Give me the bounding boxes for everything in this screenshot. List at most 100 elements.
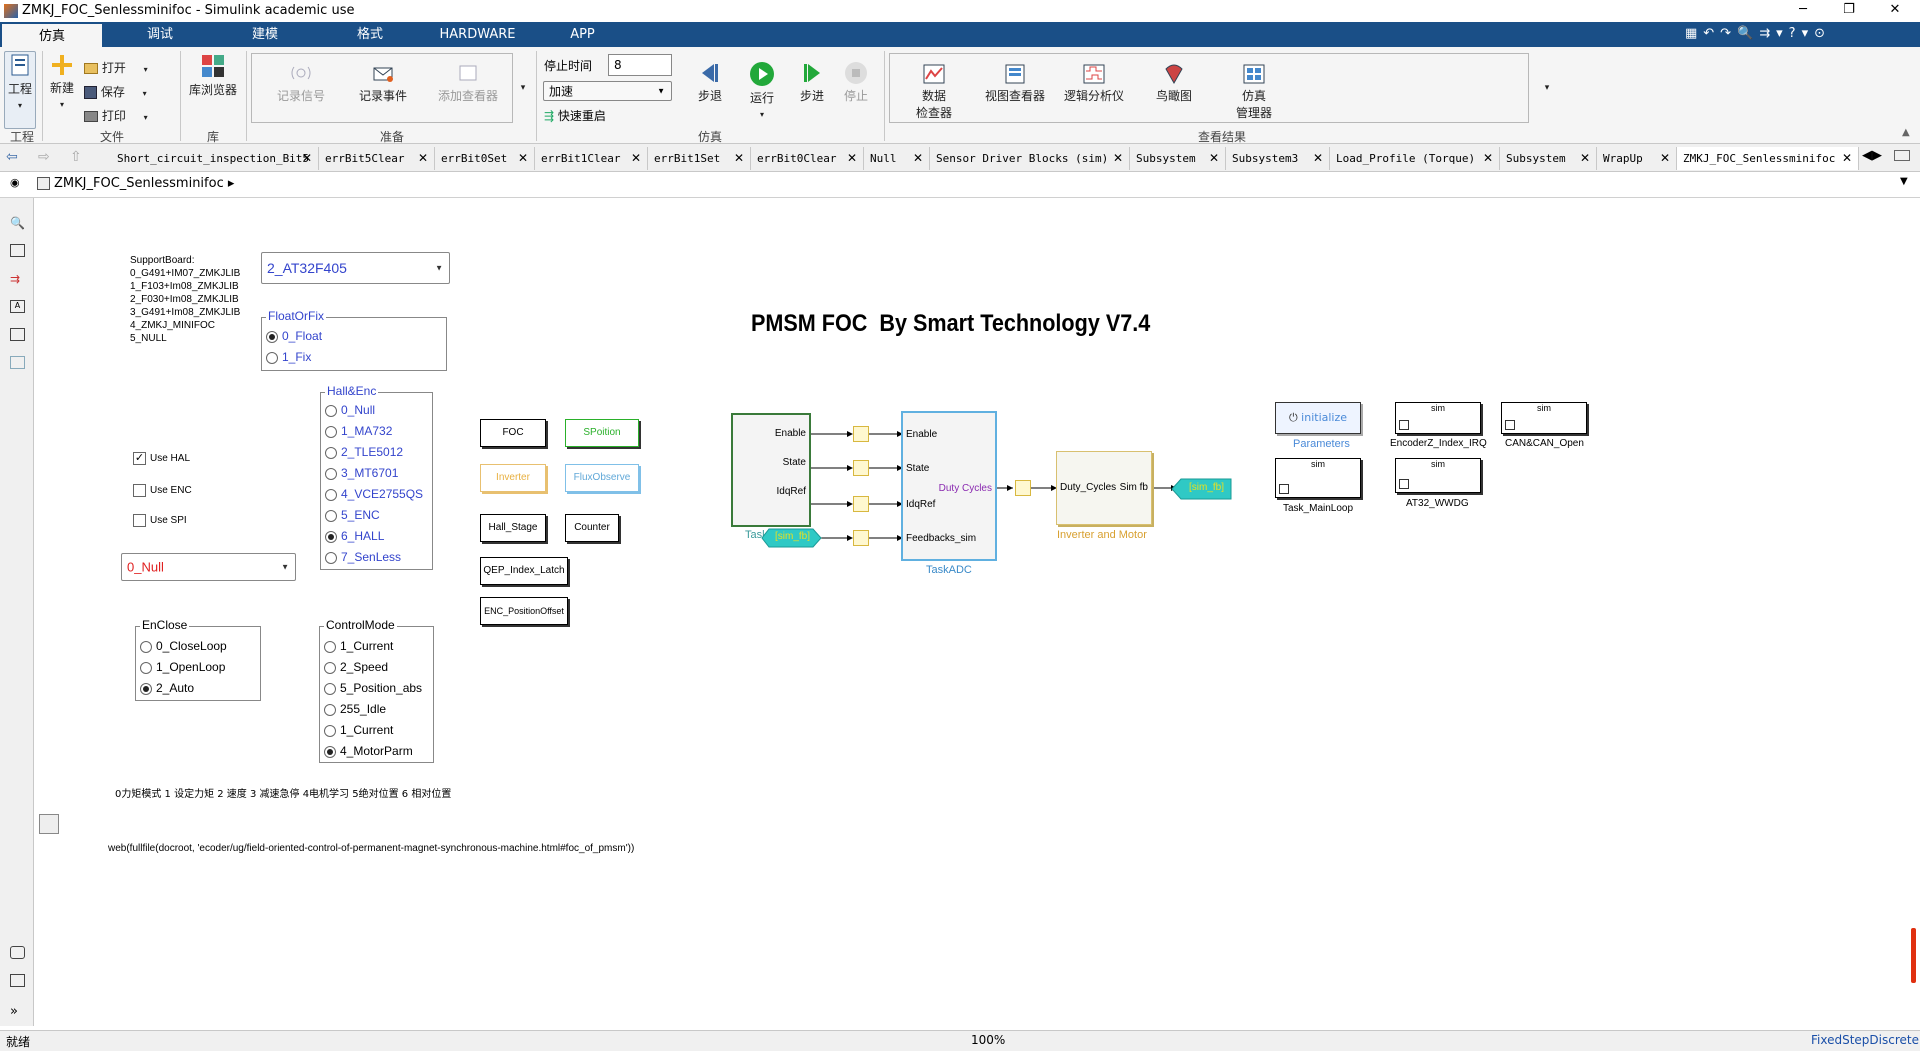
doc-tab[interactable]: Load_Profile (Torque)✕ (1330, 147, 1500, 170)
doc-tab[interactable]: Null✕ (864, 147, 930, 170)
inverter-motor-subsystem[interactable]: Duty_Cycles Sim fb (1056, 451, 1152, 525)
doc-tab[interactable]: errBit1Set✕ (648, 147, 751, 170)
back-arrow-icon[interactable]: ⇦ (6, 149, 18, 165)
canvas-scroll-indicator[interactable] (1911, 928, 1916, 983)
fit-view-icon[interactable] (10, 244, 25, 257)
fast-restart-toggle[interactable]: ⇶ 快速重启 (544, 109, 606, 123)
from-sim-fb-block[interactable] (761, 528, 823, 548)
prepare-gallery-expand[interactable]: ▾ (520, 83, 526, 93)
forward-arrow-icon[interactable]: ⇨ (38, 149, 50, 165)
view-viewer-button[interactable]: 视图查看器 (980, 63, 1050, 104)
run-button[interactable]: 运行▾ (742, 61, 782, 120)
rate-transition-block[interactable] (853, 530, 869, 546)
null-dropdown[interactable]: 0_Null▼ (121, 553, 296, 581)
tab-hardware[interactable]: HARDWARE (439, 27, 516, 42)
tab-simulation[interactable]: 仿真 (2, 22, 102, 47)
inverter-block[interactable]: Inverter (480, 464, 546, 492)
doc-tab[interactable]: Subsystem✕ (1130, 147, 1226, 170)
camera-icon[interactable] (10, 946, 25, 959)
web-command-note[interactable]: web(fullfile(docroot, 'ecoder/ug/field-o… (108, 843, 635, 854)
radio-hall-enc-5[interactable]: 5_ENC (325, 508, 380, 522)
wwdg-block[interactable]: sim (1395, 458, 1481, 493)
zoom-level[interactable]: 100% (971, 1033, 1006, 1047)
new-button[interactable]: 新建▾ (46, 53, 78, 110)
tab-scroll-arrows-icon[interactable]: ◀▶ (1862, 148, 1882, 163)
doc-tab[interactable]: errBit1Clear✕ (535, 147, 648, 170)
record-event-button[interactable]: 记录事件 (348, 63, 418, 104)
radio-enclose-1[interactable]: 1_OpenLoop (140, 660, 225, 674)
radio-hall-enc-1[interactable]: 1_MA732 (325, 424, 392, 438)
radio-hall-enc-6[interactable]: 6_HALL (325, 529, 384, 543)
sposition-block[interactable]: SPoition (565, 419, 639, 447)
address-dropdown-icon[interactable]: ▼ (1900, 176, 1908, 187)
hide-panel-icon[interactable] (39, 814, 59, 834)
restore-button[interactable]: ❐ (1843, 2, 1855, 17)
encoderz-block[interactable]: sim (1395, 402, 1481, 434)
tab-app[interactable]: APP (570, 27, 595, 42)
project-button[interactable]: 工程▾ (4, 51, 36, 129)
counter-block[interactable]: Counter (565, 514, 619, 542)
supportboard-dropdown[interactable]: 2_AT32F405▼ (261, 252, 450, 284)
up-arrow-icon[interactable]: ⇧ (70, 149, 82, 165)
stop-button[interactable]: 停止 (836, 61, 876, 104)
radio-hall-enc-3[interactable]: 3_MT6701 (325, 466, 398, 480)
review-gallery-expand[interactable]: ▾ (1544, 83, 1550, 93)
initialize-button[interactable]: ⏻ initialize (1275, 402, 1361, 434)
radio-0-float[interactable]: 0_Float (266, 329, 322, 343)
step-forward-button[interactable]: 步进 (792, 61, 832, 104)
logic-analyzer-button[interactable]: 逻辑分析仪 (1058, 63, 1130, 104)
tab-debug[interactable]: 调试 (146, 27, 173, 42)
library-browser-button[interactable]: 库浏览器 (186, 53, 240, 98)
collapse-ribbon-icon[interactable]: ▲ (1902, 127, 1910, 138)
simulation-manager-button[interactable]: 仿真管理器 (1230, 63, 1278, 121)
tab-format[interactable]: 格式 (356, 27, 383, 42)
zoom-icon[interactable]: 🔍 (10, 216, 25, 230)
radio-controlmode-4[interactable]: 1_Current (324, 723, 393, 737)
use-enc-checkbox[interactable]: Use ENC (133, 484, 192, 497)
use-hal-checkbox[interactable]: ✓Use HAL (133, 452, 191, 465)
radio-hall-enc-0[interactable]: 0_Null (325, 403, 375, 417)
rate-transition-block[interactable] (853, 496, 869, 512)
hide-explorer-icon[interactable]: ◉ (10, 176, 20, 189)
radio-hall-enc-4[interactable]: 4_VCE2755QS (325, 487, 423, 501)
birdseye-button[interactable]: 鸟瞰图 (1148, 63, 1200, 104)
radio-controlmode-3[interactable]: 255_Idle (324, 702, 386, 716)
simulation-mode-select[interactable]: 加速▼ (543, 81, 672, 101)
qep-index-latch-block[interactable]: QEP_Index_Latch (480, 557, 568, 585)
goto-sim-fb-block[interactable] (1171, 478, 1233, 500)
hall-stage-block[interactable]: Hall_Stage (480, 514, 546, 542)
radio-hall-enc-2[interactable]: 2_TLE5012 (325, 445, 403, 459)
doc-tab[interactable]: Sensor Driver Blocks (sim)✕ (930, 147, 1130, 170)
solver-link[interactable]: FixedStepDiscrete (1811, 1033, 1919, 1047)
doc-tab[interactable]: Short_circuit_inspection_Bit5✕ (111, 147, 319, 170)
radio-enclose-2[interactable]: 2_Auto (140, 681, 194, 695)
doc-tab[interactable]: Subsystem3✕ (1226, 147, 1330, 170)
taskadc-subsystem[interactable]: Enable State IdqRef Feedbacks_sim Duty C… (901, 411, 997, 561)
enc-position-offset-block[interactable]: ENC_PositionOffset (480, 597, 568, 625)
image-icon[interactable] (10, 328, 25, 341)
task-subsystem-left[interactable]: Enable State IdqRef (731, 413, 811, 527)
foc-block[interactable]: FOC (480, 419, 546, 447)
doc-tab[interactable]: Subsystem✕ (1500, 147, 1597, 170)
open-button[interactable]: 打开 ▾ (84, 59, 154, 76)
tab-modeling[interactable]: 建模 (251, 27, 278, 42)
print-button[interactable]: 打印 ▾ (84, 107, 154, 124)
arrow-icon[interactable]: ⇉ (10, 272, 21, 286)
rate-transition-block[interactable] (853, 460, 869, 476)
fluxobserve-block[interactable]: FluxObserve (565, 464, 639, 492)
stop-time-input[interactable]: 8 (608, 54, 672, 76)
breadcrumb[interactable]: ZMKJ_FOC_Senlessminifoc ▸ (54, 176, 235, 191)
expand-icon[interactable]: » (10, 1004, 18, 1019)
mainloop-block[interactable]: sim (1275, 458, 1361, 498)
radio-controlmode-2[interactable]: 5_Position_abs (324, 681, 422, 695)
doc-tab[interactable]: WrapUp✕ (1597, 147, 1677, 170)
radio-controlmode-1[interactable]: 2_Speed (324, 660, 388, 674)
rate-transition-block[interactable] (853, 426, 869, 442)
doc-tab-active[interactable]: ZMKJ_FOC_Senlessminifoc✕ (1677, 147, 1859, 170)
close-button[interactable]: ✕ (1889, 2, 1901, 17)
tab-list-icon[interactable] (1894, 150, 1910, 161)
minimize-button[interactable]: ─ (1799, 2, 1807, 17)
doc-tab[interactable]: errBit5Clear✕ (319, 147, 435, 170)
radio-enclose-0[interactable]: 0_CloseLoop (140, 639, 227, 653)
quick-access-toolbar[interactable]: ▦↶↷🔍⇉▾?▾⊙ (1685, 26, 1831, 41)
